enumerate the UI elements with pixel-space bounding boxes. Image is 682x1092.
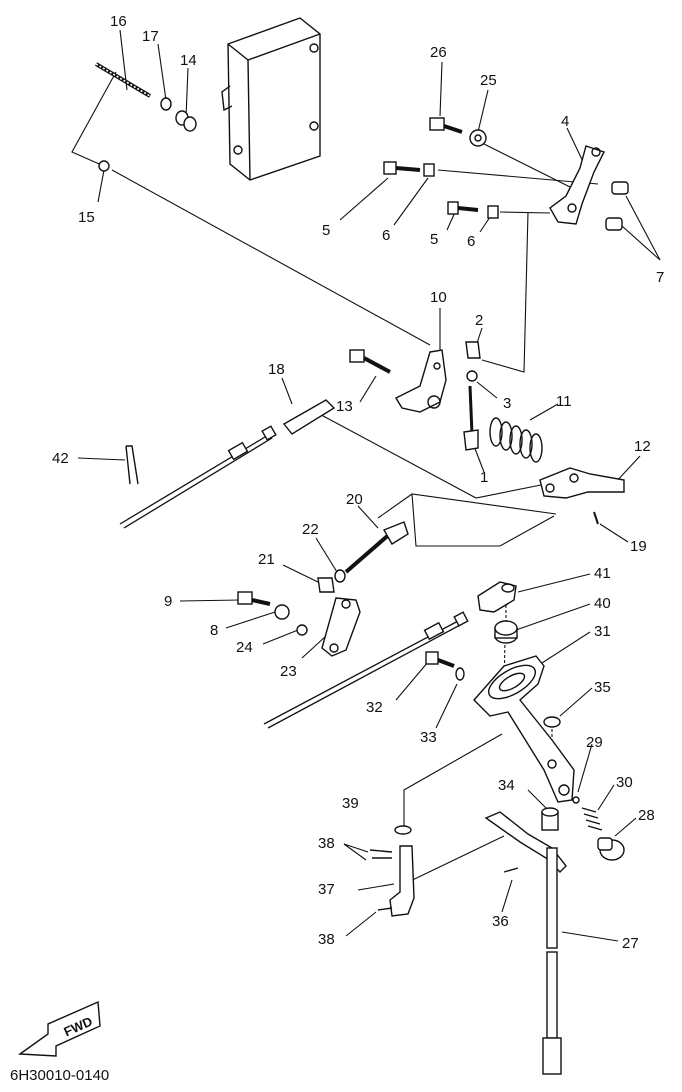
part-5-bolt-lower bbox=[447, 201, 479, 215]
callout-7: 7 bbox=[656, 269, 664, 286]
callout-28: 28 bbox=[638, 807, 655, 824]
callout-1: 1 bbox=[480, 469, 488, 486]
part-31-lever bbox=[473, 655, 575, 803]
callout-10: 10 bbox=[430, 289, 447, 306]
callout-33: 33 bbox=[420, 729, 437, 746]
callout-21: 21 bbox=[258, 551, 275, 568]
callout-31: 31 bbox=[594, 623, 611, 640]
callouts: 16 17 14 15 26 25 4 5 6 5 6 7 10 2 3 11 … bbox=[52, 13, 664, 952]
callout-24: 24 bbox=[236, 639, 253, 656]
part-1-rod bbox=[463, 385, 479, 451]
part-13-bolt bbox=[349, 349, 391, 374]
callout-3: 3 bbox=[503, 395, 511, 412]
callout-8: 8 bbox=[210, 622, 218, 639]
callout-5-upper: 5 bbox=[322, 222, 330, 239]
part-17-nut bbox=[160, 97, 172, 111]
callout-29: 29 bbox=[586, 734, 603, 751]
callout-25: 25 bbox=[480, 72, 497, 89]
part-11-spring bbox=[489, 417, 543, 463]
part-16-long-bolt bbox=[94, 62, 152, 98]
part-bracket-housing bbox=[221, 17, 321, 181]
part-30-spring bbox=[581, 807, 603, 831]
callout-32: 32 bbox=[366, 699, 383, 716]
part-35-washer bbox=[543, 716, 561, 728]
callout-9: 9 bbox=[164, 593, 172, 610]
part-41-joint bbox=[477, 581, 517, 613]
part-38-clips bbox=[369, 849, 393, 911]
callout-6-upper: 6 bbox=[382, 227, 390, 244]
part-33-washer bbox=[455, 667, 465, 681]
part-28-knob bbox=[597, 837, 625, 861]
part-36-pin bbox=[503, 867, 519, 873]
callout-20: 20 bbox=[346, 491, 363, 508]
callout-39: 39 bbox=[342, 795, 359, 812]
callout-2: 2 bbox=[475, 312, 483, 329]
leader-lines bbox=[71, 29, 661, 942]
part-3-nut bbox=[466, 370, 478, 382]
part-34-collar bbox=[541, 807, 559, 831]
callout-42: 42 bbox=[52, 450, 69, 467]
part-23-lever bbox=[321, 597, 361, 657]
part-9-bolt bbox=[237, 591, 271, 606]
part-10-lever bbox=[395, 349, 447, 413]
part-27-shift-rod bbox=[484, 811, 567, 1075]
part-20-rod bbox=[344, 521, 409, 574]
part-42-clip bbox=[125, 445, 139, 485]
callout-11: 11 bbox=[556, 393, 572, 410]
part-6-nut-upper bbox=[423, 163, 435, 177]
part-22-nut bbox=[334, 569, 346, 583]
callout-17: 17 bbox=[142, 28, 159, 45]
callout-22: 22 bbox=[302, 521, 319, 538]
part-18-joint bbox=[282, 399, 336, 435]
callout-6-lower: 6 bbox=[467, 233, 475, 250]
callout-30: 30 bbox=[616, 774, 633, 791]
callout-27: 27 bbox=[622, 935, 639, 952]
callout-4: 4 bbox=[561, 113, 569, 130]
callout-38-lower: 38 bbox=[318, 931, 335, 948]
part-6-nut-lower bbox=[487, 205, 499, 219]
part-12-lever bbox=[539, 467, 625, 499]
cable-lower bbox=[263, 611, 469, 729]
callout-38-upper: 38 bbox=[318, 835, 335, 852]
part-40-collar bbox=[494, 620, 518, 644]
callout-26: 26 bbox=[430, 44, 447, 61]
diagram-code: 6H30010-0140 bbox=[10, 1067, 109, 1084]
part-37-lever bbox=[389, 845, 415, 917]
part-25-collar bbox=[469, 129, 487, 147]
callout-41: 41 bbox=[594, 565, 611, 582]
callout-34: 34 bbox=[498, 777, 515, 794]
callout-23: 23 bbox=[280, 663, 297, 680]
fwd-arrow-icon: FWD bbox=[17, 1000, 101, 1057]
part-4-lever bbox=[549, 145, 605, 225]
callout-19: 19 bbox=[630, 538, 647, 555]
callout-40: 40 bbox=[594, 595, 611, 612]
part-15-joint bbox=[98, 160, 110, 172]
part-39-washer bbox=[394, 825, 412, 835]
callout-18: 18 bbox=[268, 361, 285, 378]
callout-35: 35 bbox=[594, 679, 611, 696]
part-2-joint bbox=[465, 341, 481, 359]
part-29-ball bbox=[572, 796, 580, 804]
part-19-pin bbox=[593, 511, 599, 525]
callout-16: 16 bbox=[110, 13, 127, 30]
part-32-bolt bbox=[425, 651, 455, 668]
cable-upper bbox=[119, 425, 277, 529]
callout-13: 13 bbox=[336, 398, 353, 415]
part-7-caps bbox=[605, 181, 629, 231]
callout-15: 15 bbox=[78, 209, 95, 226]
callout-5-lower: 5 bbox=[430, 231, 438, 248]
part-8-collar bbox=[274, 604, 290, 620]
callout-14: 14 bbox=[180, 52, 197, 69]
part-21-joint bbox=[317, 577, 335, 593]
part-14-collar bbox=[175, 110, 197, 132]
callout-37: 37 bbox=[318, 881, 335, 898]
callout-36: 36 bbox=[492, 913, 509, 930]
part-26-bolt bbox=[429, 117, 463, 134]
part-24-washer bbox=[296, 624, 308, 636]
part-5-bolt-upper bbox=[383, 161, 421, 175]
callout-12: 12 bbox=[634, 438, 651, 455]
